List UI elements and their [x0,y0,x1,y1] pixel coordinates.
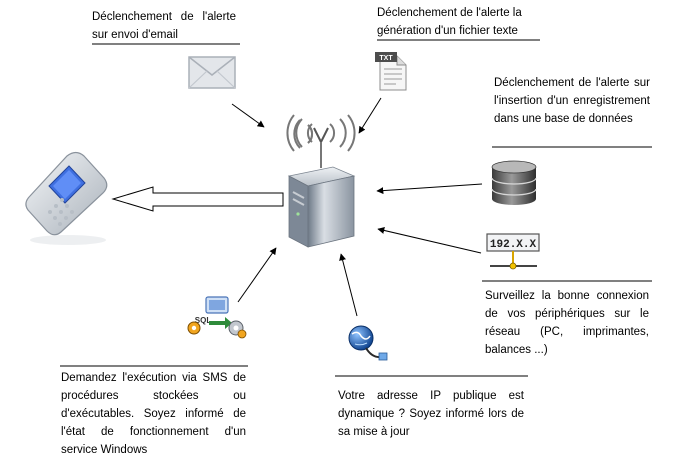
text-file-badge: TXT [379,55,393,62]
sms-process-icon: SQL [187,296,247,339]
envelope-icon [188,56,236,89]
arrow-network-to-server [377,227,482,254]
connection-arrows [231,97,483,317]
arrow-server-to-phone [111,186,284,212]
caption-database-alert: Déclenchement de l'alerte sur l'insertio… [494,77,650,125]
caption-dynamic-ip: Votre adresse IP publique est dynamique … [338,390,524,438]
text-file-icon: TXT [375,52,407,91]
caption-rules [60,39,652,377]
mobile-phone-icon [25,151,108,245]
arrow-database-to-server [376,183,483,195]
caption-network-monitoring: Surveillez la bonne connexion de vos pér… [485,290,649,356]
arrow-email-to-server [231,103,265,128]
sms-process-label: SQL [195,316,212,325]
caption-sms-execution: Demandez l'exécution via SMS de procédur… [61,372,246,456]
arrow-file-to-server [358,97,382,134]
arrow-sms-to-server [237,247,277,303]
globe-ip-icon [348,325,388,361]
caption-file-alert: Déclenchement de l'alerte la génération … [377,7,522,37]
network-ip-label: 192.X.X [490,239,537,251]
server-tower-icon [287,166,356,248]
network-device-icon: 192.X.X [486,233,540,270]
arrow-ip-to-server [339,253,358,317]
database-icon [491,160,537,205]
wireless-signal-icon [286,114,356,168]
caption-email-alert: Déclenchement de l'alerte sur envoi d'em… [92,11,236,41]
